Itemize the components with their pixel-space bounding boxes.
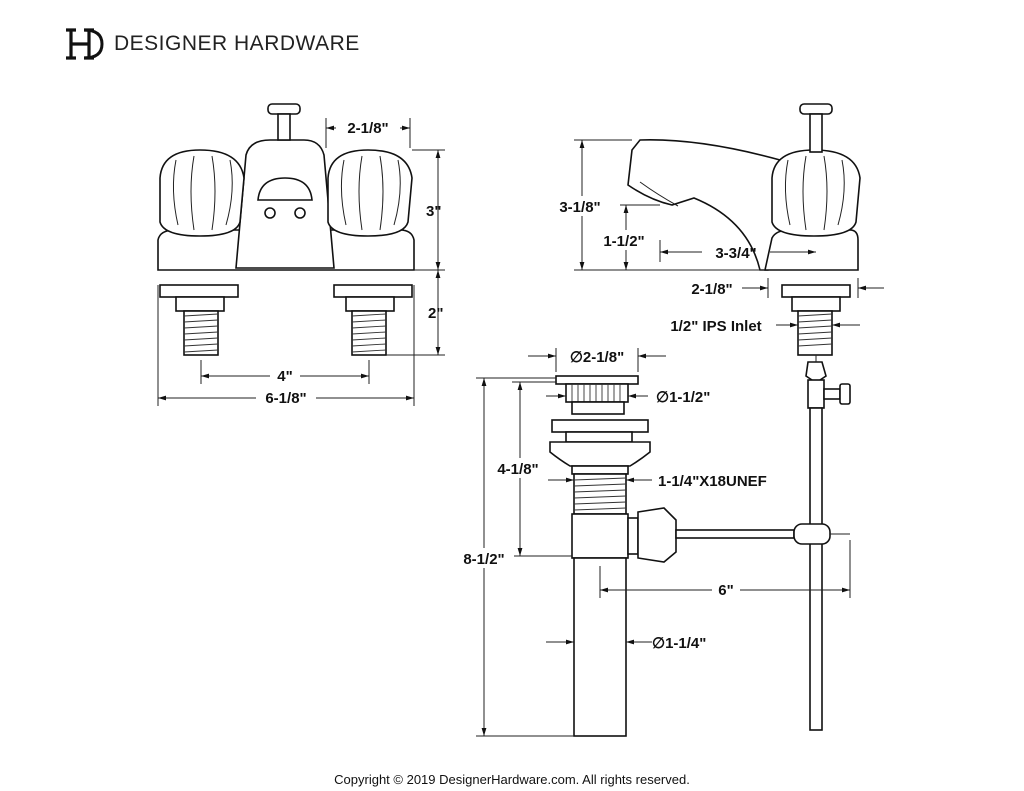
drain-assembly: ∅2-1/8" ∅1-1/2" 4-1/8" 1-1/4"X18UNEF 8-1…: [454, 348, 851, 737]
dim-drain-flange: ∅2-1/8": [570, 349, 624, 366]
dim-tailpiece: ∅1-1/4": [652, 635, 706, 652]
dim-overall-width: 6-1/8": [265, 390, 306, 407]
dim-center-spread: 4": [277, 368, 292, 385]
dim-spout-clearance: 1-1/2": [603, 233, 644, 250]
dim-drain-top: ∅1-1/2": [656, 389, 710, 406]
dim-body-height: 3": [426, 203, 441, 220]
dim-inlet: 1/2" IPS Inlet: [670, 318, 761, 335]
dim-spout-reach: 3-3/4": [715, 245, 756, 262]
dim-drain-thread: 1-1/4"X18UNEF: [658, 473, 767, 490]
front-view: 2-1/8" 3" 2" 4" 6-1/8": [157, 103, 445, 407]
designer-hardware-logo: [66, 28, 104, 60]
dim-pivot-rod: 6": [718, 582, 733, 599]
dim-drain-body: 4-1/8": [497, 461, 538, 478]
brand-header: DESIGNER HARDWARE: [62, 24, 360, 64]
copyright-footer: Copyright © 2019 DesignerHardware.com. A…: [334, 772, 690, 787]
dim-handle-width: 2-1/8": [347, 120, 388, 137]
dim-side-base: 2-1/8": [691, 281, 732, 298]
dim-side-height: 3-1/8": [559, 199, 600, 216]
dim-shank-length: 2": [428, 305, 443, 322]
side-view: 3-1/8" 1-1/2" 3-3/4" 2-1/8" 1/2" IPS Inl…: [550, 103, 884, 731]
dim-drain-total: 8-1/2": [463, 551, 504, 568]
brand-name: DESIGNER HARDWARE: [114, 32, 360, 55]
